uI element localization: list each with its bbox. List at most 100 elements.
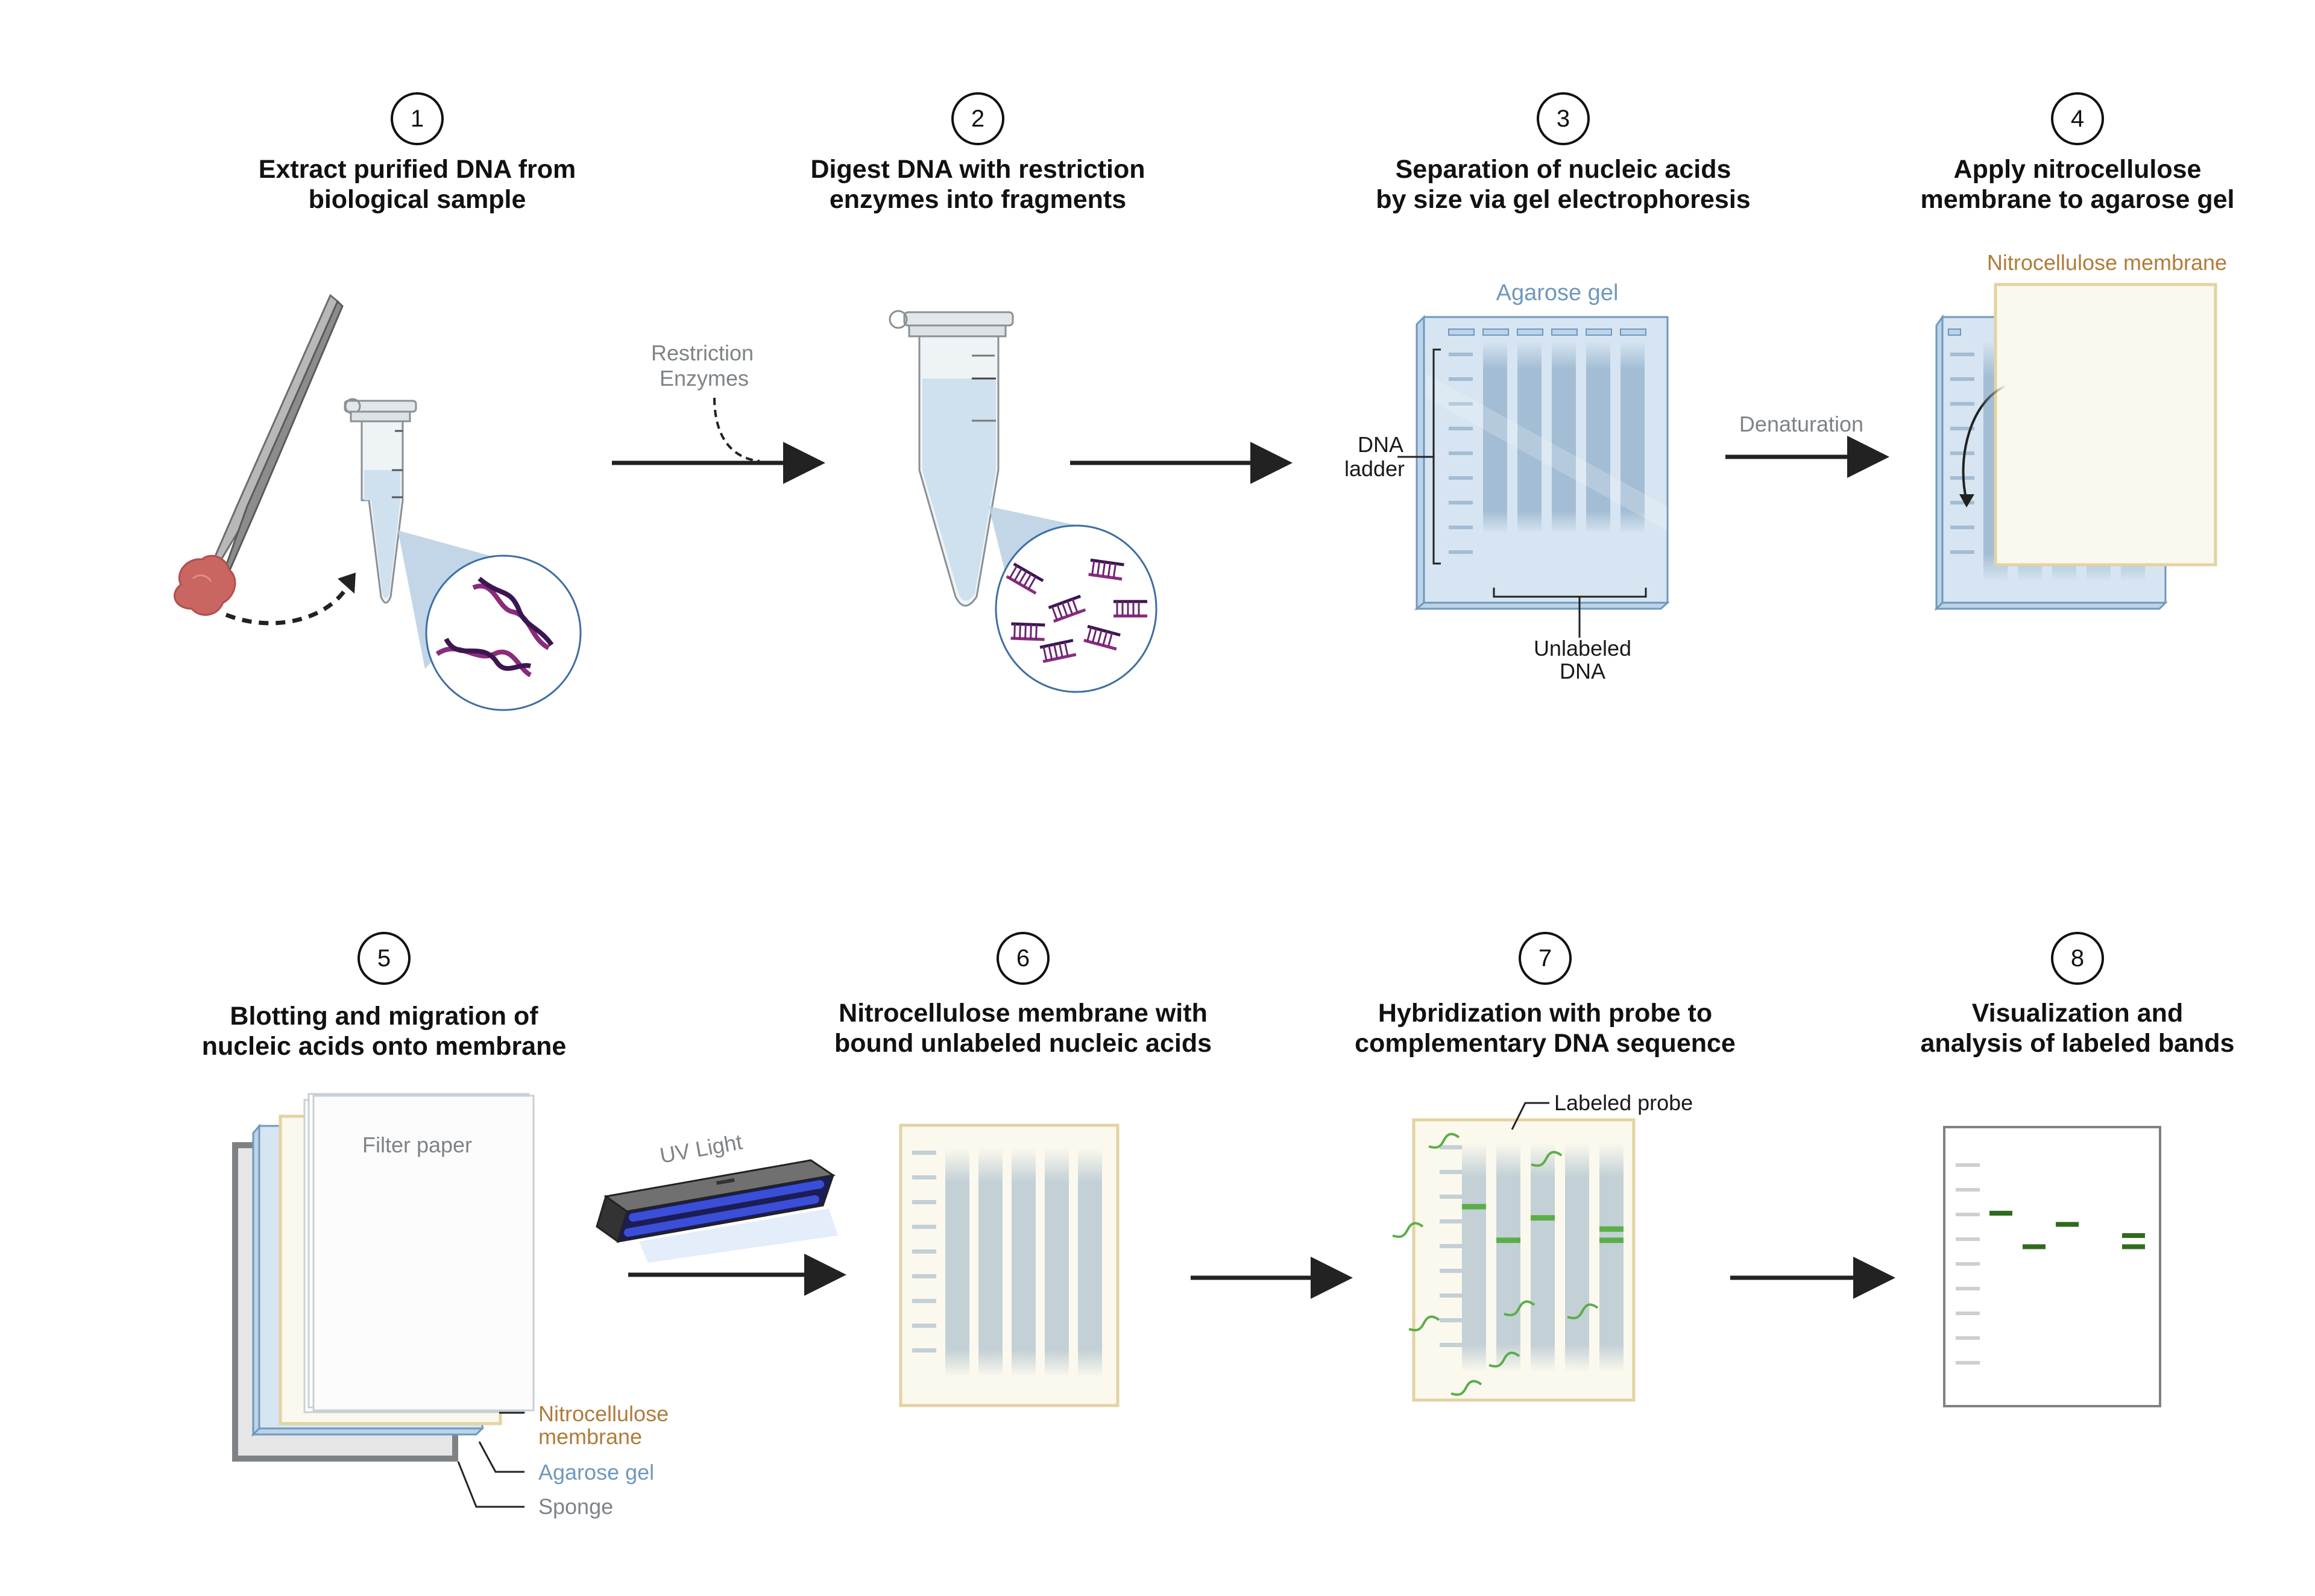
result-band — [2122, 1244, 2145, 1249]
probe-strand — [1488, 1351, 1520, 1368]
step-title: nucleic acids onto membrane — [202, 1032, 567, 1061]
uv-light-label: UV Light — [658, 1129, 744, 1168]
ladder-band — [1950, 402, 1974, 406]
dna-double-helix-icon — [435, 576, 554, 677]
ladder-band — [1449, 526, 1473, 529]
ladder-band — [1956, 1262, 1980, 1266]
probe-strand — [1567, 1303, 1599, 1319]
ladder-band — [912, 1200, 936, 1204]
ladder-band — [1440, 1145, 1464, 1149]
ladder-band — [1449, 476, 1473, 480]
unlabeled-dna-label-line2: DNA — [1560, 659, 1605, 683]
membrane-lane — [1496, 1143, 1520, 1372]
gel-well — [1620, 328, 1646, 336]
step-title: by size via gel electrophoresis — [1376, 185, 1750, 214]
ladder-band — [1440, 1195, 1464, 1199]
step-number: 1 — [411, 105, 424, 132]
labeled-probe-label: Labeled probe — [1554, 1090, 1693, 1115]
tweezers-icon — [204, 294, 344, 583]
step-number-circle — [1537, 92, 1590, 145]
result-band — [2122, 1233, 2145, 1238]
dna-fragment-icon — [1010, 622, 1045, 641]
stack-sponge-label: Sponge — [538, 1494, 613, 1519]
ladder-band — [912, 1274, 936, 1278]
result-band — [1989, 1210, 2012, 1216]
ladder-band — [1440, 1170, 1464, 1174]
labeled-probes — [1392, 1133, 1599, 1396]
stack-agarose-label: Agarose gel — [538, 1460, 654, 1484]
step-title: biological sample — [309, 185, 526, 214]
stack-nitrocellulose-label-line2: membrane — [538, 1424, 642, 1449]
step-title: Blotting and migration of — [230, 1002, 538, 1031]
probe-strand — [1408, 1315, 1440, 1331]
step-number-circle — [997, 932, 1050, 985]
ladder-band — [1956, 1287, 1980, 1290]
step-number: 2 — [971, 105, 984, 132]
ladder-band — [912, 1175, 936, 1180]
agarose-gel — [1414, 315, 1670, 611]
gel-well — [1551, 328, 1578, 336]
ladder-band — [1956, 1361, 1980, 1365]
step-4-illustration: Nitrocellulose membrane — [1934, 250, 2227, 611]
ladder-band — [1950, 427, 1974, 430]
ladder-band — [1950, 501, 1974, 504]
step-title: Separation of nucleic acids — [1396, 155, 1731, 184]
ladder-band — [1440, 1269, 1464, 1273]
unlabeled-dna-label: Unlabeled — [1534, 636, 1631, 661]
ladder-band — [1449, 451, 1473, 455]
transfer-arrow — [225, 586, 348, 626]
placement-arrow — [1962, 385, 2007, 501]
hybridized-band — [1599, 1226, 1624, 1232]
hybridized-band — [1531, 1215, 1555, 1221]
gel-lane — [1552, 341, 1576, 533]
probe-strand — [1504, 1300, 1535, 1316]
step-number-circle — [2051, 92, 2104, 145]
step-title: Visualization and — [1972, 999, 2183, 1028]
transfer-arrowhead — [338, 573, 356, 594]
membrane-lane — [978, 1148, 1003, 1377]
step-number: 5 — [377, 945, 391, 972]
dna-fragment-icon — [1113, 600, 1147, 618]
membrane-lane — [1045, 1148, 1069, 1377]
gel-well — [1586, 328, 1612, 336]
membrane-lane — [1531, 1143, 1555, 1372]
membrane-lane — [1012, 1148, 1036, 1377]
step-number: 3 — [1557, 105, 1570, 132]
ladder-band — [1956, 1163, 1980, 1167]
step-number: 7 — [1539, 945, 1552, 972]
step-5-illustration: Filter paper Nitrocellulose membrane Aga… — [232, 1093, 846, 1519]
ladder-band — [1950, 377, 1974, 381]
gel-well — [1448, 328, 1475, 336]
step-title: analysis of labeled bands — [1921, 1029, 2235, 1058]
membrane-lane — [945, 1148, 969, 1377]
ladder-band — [1956, 1188, 1980, 1192]
denaturation-label: Denaturation — [1739, 412, 1863, 436]
unlabeled-bracket — [1493, 588, 1647, 598]
ladder-band — [1956, 1336, 1980, 1340]
stack-nitrocellulose-label: Nitrocellulose — [538, 1401, 669, 1426]
step-3-illustration: Agarose gel DNA ladder Unlabeled DNA — [1344, 280, 1670, 683]
probe-strand — [1531, 1151, 1563, 1167]
restriction-enzymes-label-line2: Enzymes — [660, 366, 749, 391]
membrane-lane — [1599, 1143, 1624, 1372]
membrane-lane — [1565, 1143, 1589, 1372]
dna-fragments — [1006, 558, 1147, 664]
enzyme-dashed-arrow — [713, 397, 760, 462]
step-title: Digest DNA with restriction — [810, 155, 1145, 184]
gel-well — [1517, 328, 1543, 336]
step-number-circle — [2051, 932, 2104, 985]
dna-fragment-icon — [1083, 624, 1121, 651]
dna-ladder-label: DNA — [1358, 432, 1403, 457]
step-number: 8 — [2071, 945, 2084, 972]
step-title: Apply nitrocellulose — [1954, 155, 2202, 184]
step-title: Nitrocellulose membrane with — [839, 999, 1208, 1028]
step-title: membrane to agarose gel — [1921, 185, 2235, 214]
step-number-circle — [357, 932, 411, 985]
ladder-band — [1950, 451, 1974, 455]
